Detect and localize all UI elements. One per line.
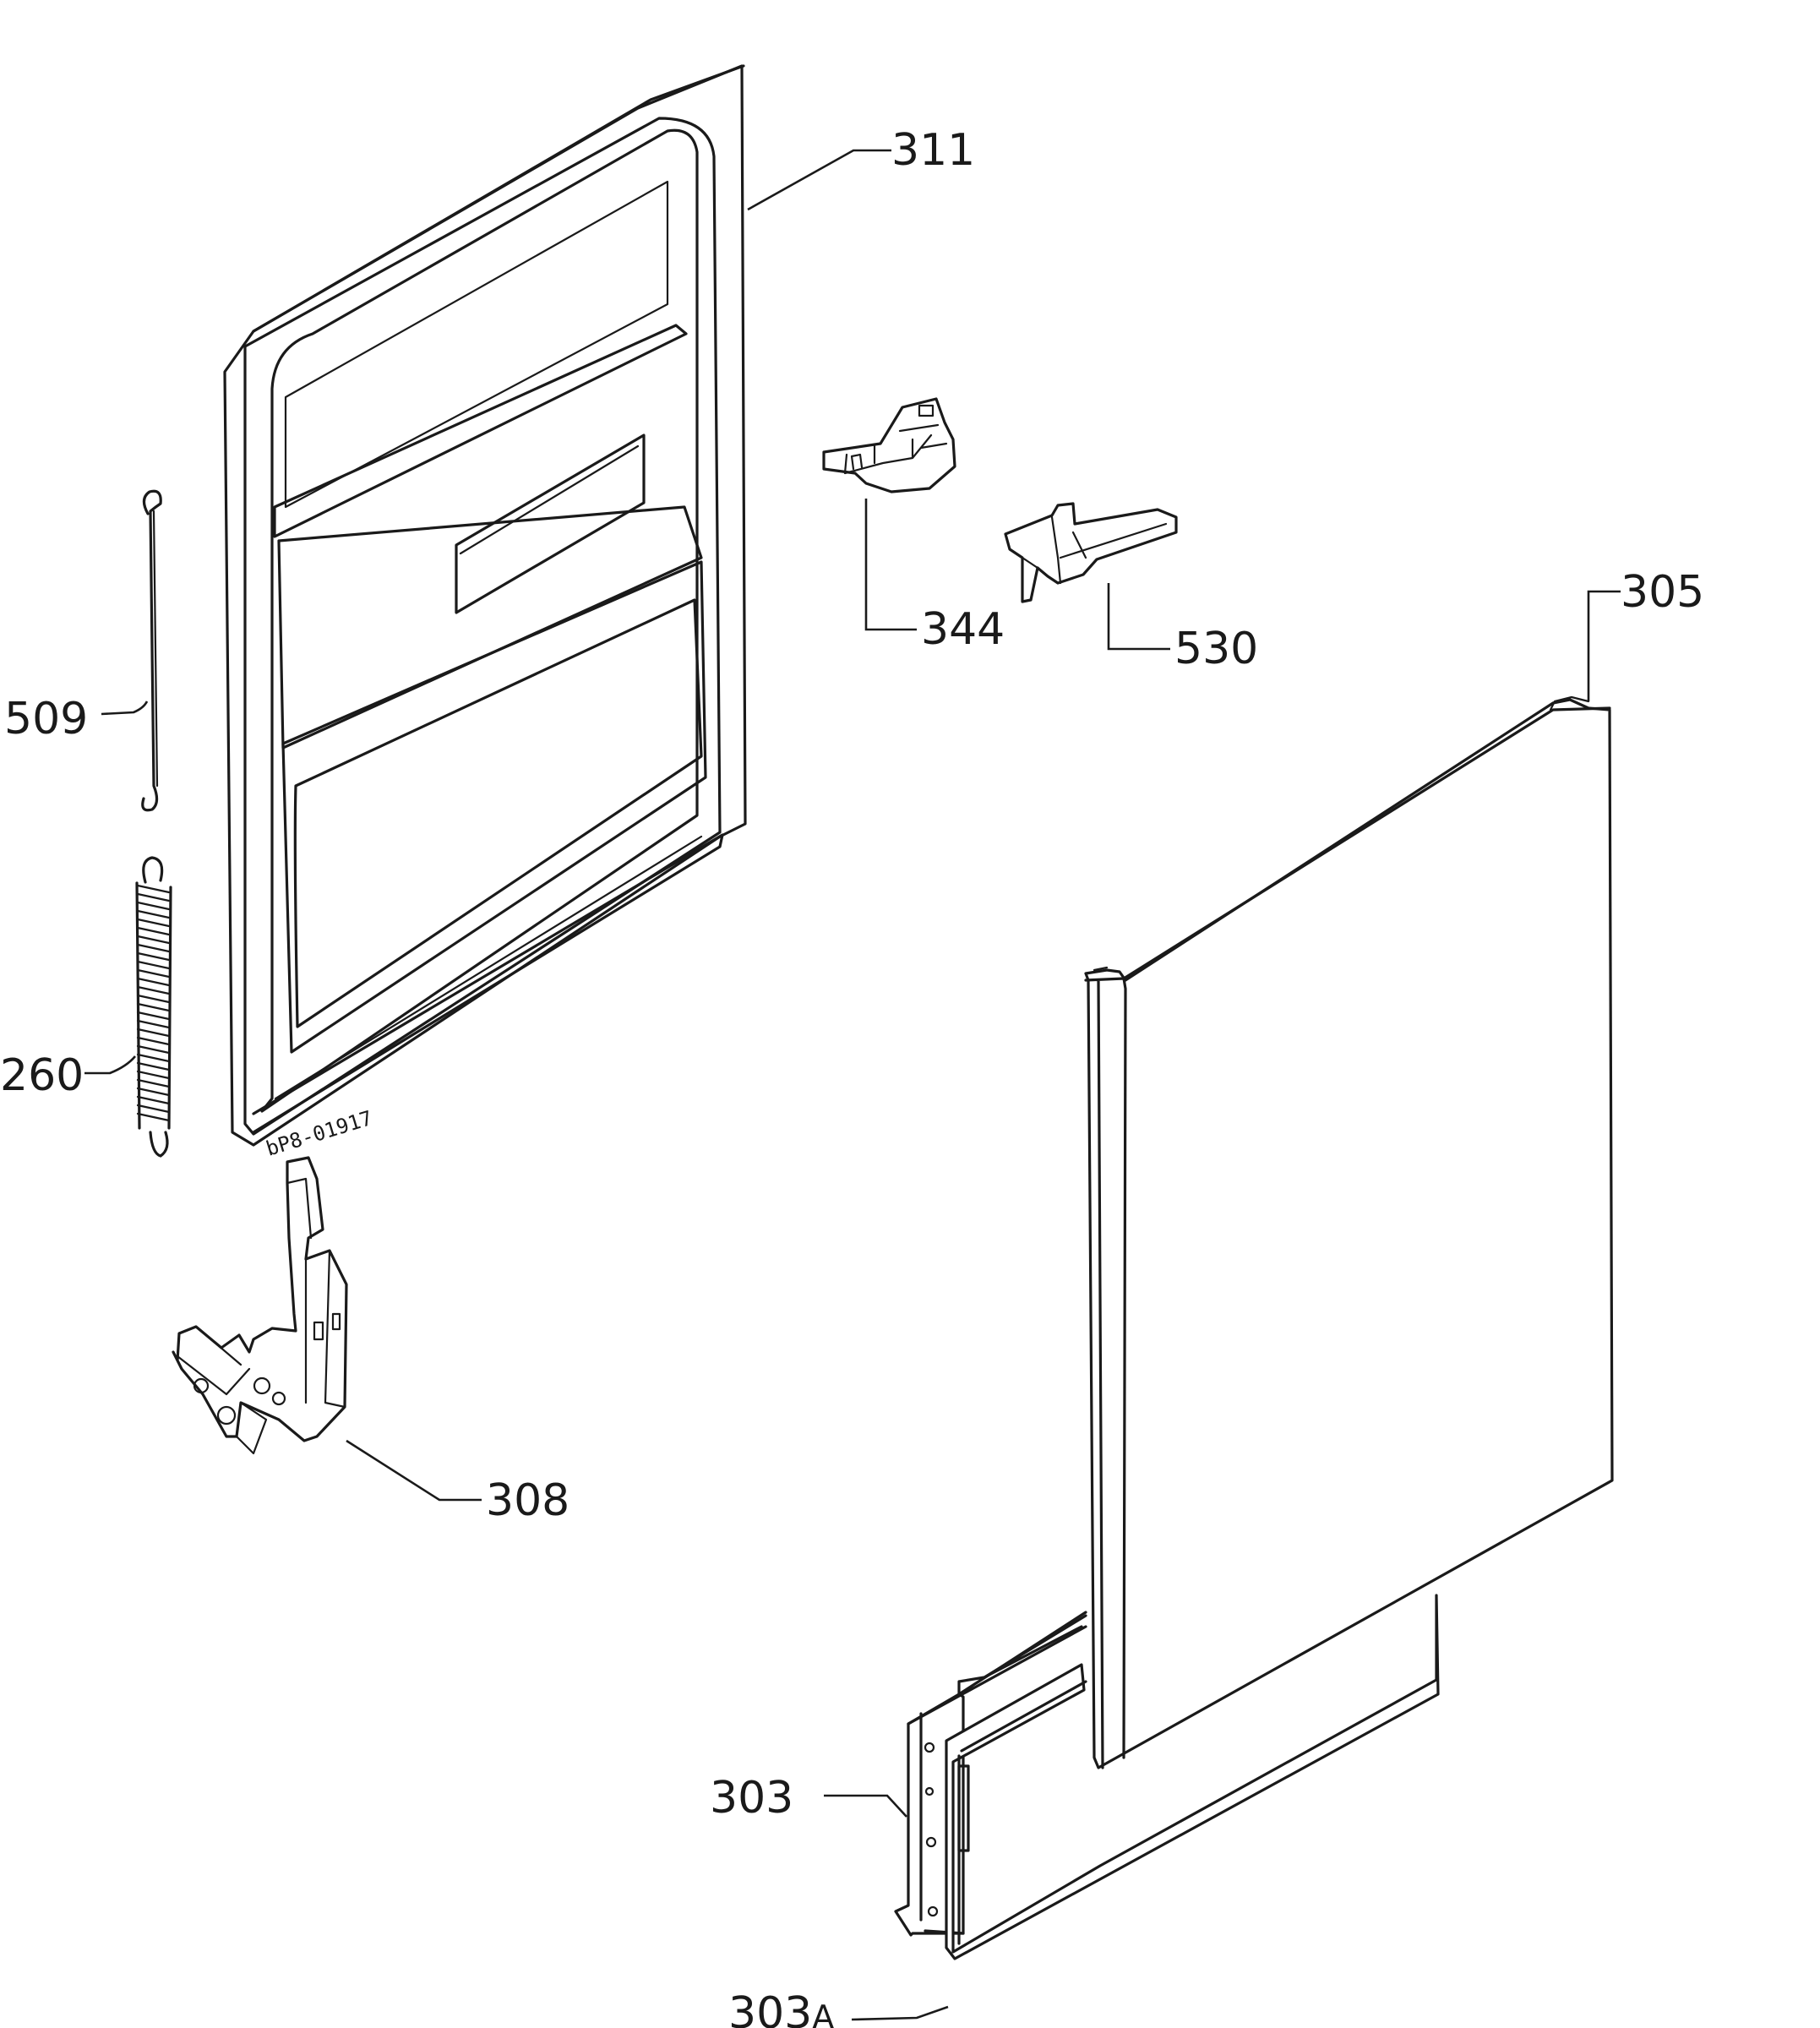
callout-530: 530 <box>1174 624 1258 674</box>
leader-260 <box>84 1055 136 1075</box>
callout-305: 305 <box>1621 567 1704 618</box>
leader-303a <box>851 2005 949 2021</box>
callout-303a: 303A <box>728 1988 834 2028</box>
callout-labels: 311 344 530 305 509 260 308 303 303A <box>0 125 1704 2028</box>
leader-530 <box>1107 583 1170 651</box>
part-344-latch <box>822 397 956 493</box>
part-509-rod <box>141 489 162 812</box>
callout-311: 311 <box>891 125 975 176</box>
part-305-outer-door <box>1084 695 1614 1769</box>
part-530-handle <box>1004 502 1178 603</box>
leader-lines <box>84 149 1621 2021</box>
part-308-hinge <box>172 1156 348 1455</box>
leader-311 <box>747 149 891 211</box>
leader-305 <box>1587 590 1621 701</box>
part-260-spring <box>135 856 172 1158</box>
leader-509 <box>101 701 149 716</box>
leader-303 <box>824 1794 907 1818</box>
leader-344 <box>864 499 917 631</box>
callout-260: 260 <box>0 1050 84 1101</box>
callout-308: 308 <box>486 1475 569 1526</box>
part-303-kick-plate <box>894 1611 1087 1937</box>
part-311-inner-door: bP8-01917 <box>223 64 747 1161</box>
drawing-code: bP8-01917 <box>264 1106 376 1161</box>
callout-303a-suffix: A <box>812 1998 834 2028</box>
callout-303: 303 <box>710 1773 793 1824</box>
callout-509: 509 <box>4 694 88 744</box>
part-303a-lower-panel <box>945 1594 1440 1960</box>
callout-344: 344 <box>921 604 1005 655</box>
callout-303a-number: 303 <box>728 1988 812 2028</box>
leader-308 <box>346 1439 482 1502</box>
